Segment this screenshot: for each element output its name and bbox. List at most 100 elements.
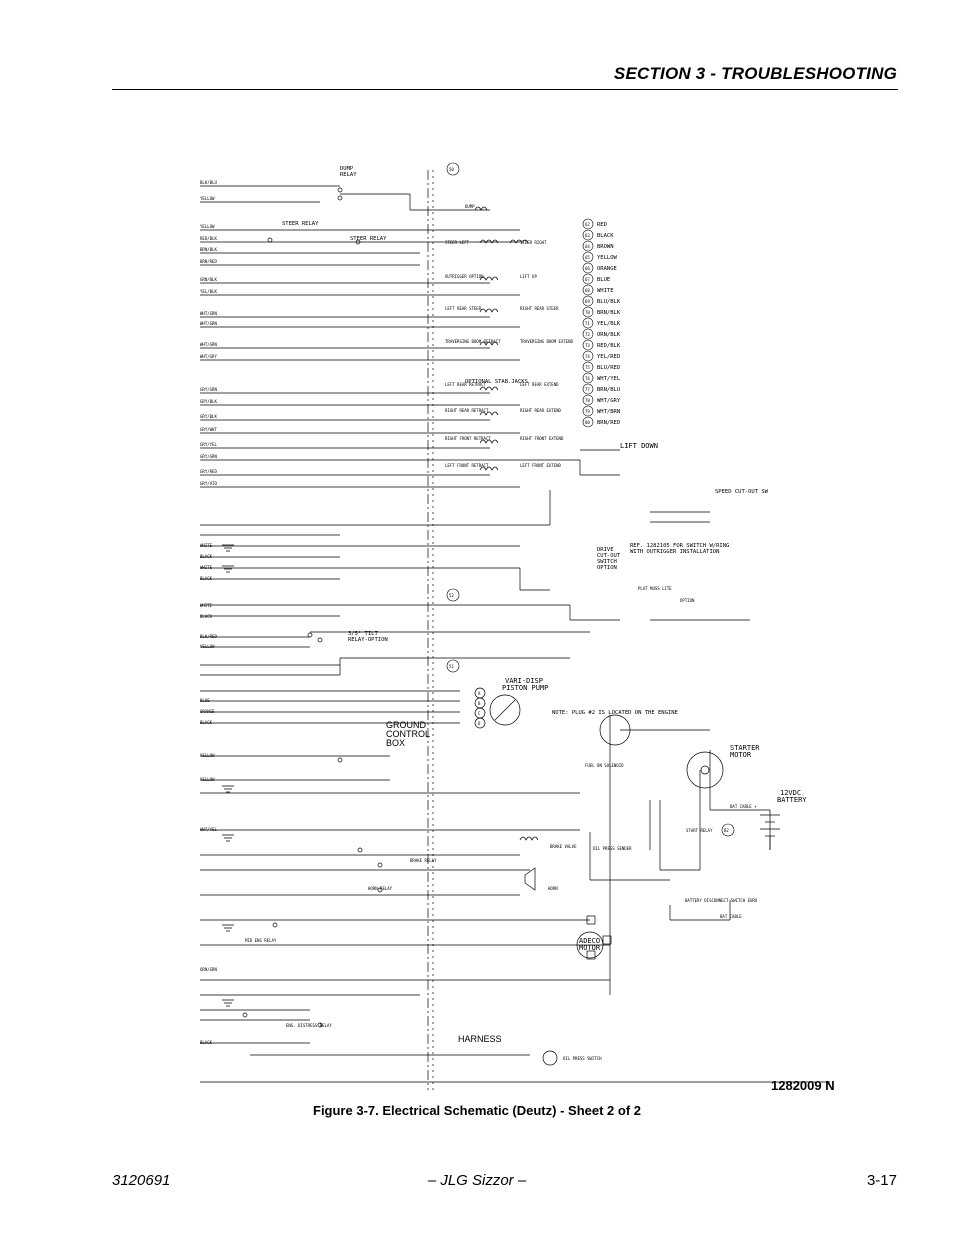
connector-51 bbox=[446, 659, 460, 673]
svg-text:BRN/BLK: BRN/BLK bbox=[200, 247, 217, 252]
svg-text:LIFT DOWN: LIFT DOWN bbox=[620, 442, 658, 450]
svg-text:MOTOR: MOTOR bbox=[579, 944, 601, 952]
svg-text:3/5° TILT: 3/5° TILT bbox=[348, 631, 378, 637]
svg-text:YEL/BLK: YEL/BLK bbox=[597, 321, 621, 327]
page-number: 3-17 bbox=[866, 1172, 897, 1189]
svg-text:WHT/GRN: WHT/GRN bbox=[200, 321, 217, 326]
svg-text:STARTER: STARTER bbox=[730, 744, 760, 752]
drawing-number: 1282009 N bbox=[771, 1078, 835, 1093]
svg-text:BRN/RED: BRN/RED bbox=[200, 259, 217, 264]
svg-text:WHT/GRN: WHT/GRN bbox=[200, 342, 217, 347]
svg-text:64: 64 bbox=[585, 244, 590, 249]
svg-text:71: 71 bbox=[585, 321, 590, 326]
svg-text:77: 77 bbox=[585, 387, 590, 392]
svg-text:72: 72 bbox=[585, 332, 590, 337]
svg-text:RED/BLK: RED/BLK bbox=[200, 236, 217, 241]
svg-text:STEER LEFT: STEER LEFT bbox=[445, 240, 470, 245]
svg-text:BATTERY: BATTERY bbox=[777, 796, 807, 804]
svg-text:OIL PRESS SENDER: OIL PRESS SENDER bbox=[593, 846, 632, 851]
svg-text:BRAKE VALVE: BRAKE VALVE bbox=[550, 844, 577, 849]
document-number: 3120691 bbox=[112, 1172, 171, 1189]
svg-text:WHT/YEL: WHT/YEL bbox=[597, 376, 621, 382]
svg-text:YELLOW: YELLOW bbox=[200, 753, 215, 758]
svg-text:BAT CABLE: BAT CABLE bbox=[720, 914, 742, 919]
svg-text:80: 80 bbox=[585, 420, 590, 425]
section-title: SECTION 3 - TROUBLESHOOTING bbox=[613, 64, 897, 83]
svg-text:WHITE: WHITE bbox=[597, 288, 614, 294]
svg-text:BLK/BLU: BLK/BLU bbox=[200, 180, 217, 185]
svg-text:65: 65 bbox=[585, 255, 590, 260]
valve-labels: STEER LEFT STEER RIGHT OUTRIGGER OPTION … bbox=[445, 240, 574, 468]
svg-text:BLUE: BLUE bbox=[597, 277, 610, 283]
svg-text:LEFT FRONT EXTEND: LEFT FRONT EXTEND bbox=[520, 463, 562, 468]
svg-text:RELAY-OPTION: RELAY-OPTION bbox=[348, 637, 388, 643]
svg-text:SWITCH: SWITCH bbox=[597, 559, 617, 565]
svg-text:VARI-DISP: VARI-DISP bbox=[505, 677, 543, 685]
svg-text:69: 69 bbox=[585, 299, 590, 304]
svg-text:WHT/GRY: WHT/GRY bbox=[597, 398, 621, 404]
svg-text:YELLOW: YELLOW bbox=[597, 255, 618, 261]
svg-text:BROWN: BROWN bbox=[597, 244, 614, 250]
svg-text:BLACK: BLACK bbox=[200, 576, 213, 581]
pump-terminal: B bbox=[478, 701, 481, 706]
svg-text:YELLOW: YELLOW bbox=[200, 644, 215, 649]
svg-text:FUEL ON SOLENOID: FUEL ON SOLENOID bbox=[585, 763, 624, 768]
svg-text:67: 67 bbox=[585, 277, 590, 282]
svg-text:66: 66 bbox=[585, 266, 590, 271]
svg-text:78: 78 bbox=[585, 398, 590, 403]
svg-text:BRN/RED: BRN/RED bbox=[597, 420, 620, 426]
svg-text:LEFT REAR EXTEND: LEFT REAR EXTEND bbox=[520, 382, 559, 387]
pump-terminal: A bbox=[478, 691, 481, 696]
legend-item: 65 YELLOW bbox=[582, 251, 618, 263]
svg-text:62: 62 bbox=[585, 222, 590, 227]
svg-text:ORANGE: ORANGE bbox=[597, 266, 617, 272]
svg-text:WHITE: WHITE bbox=[200, 543, 213, 548]
svg-text:BRAKE RELAY: BRAKE RELAY bbox=[410, 858, 437, 863]
svg-text:ORN/BLK: ORN/BLK bbox=[597, 332, 621, 338]
svg-text:BLU/BLK: BLU/BLK bbox=[597, 299, 621, 305]
schematic-labels: DUMP RELAY STEER RELAY STEER RELAY OPTIO… bbox=[282, 166, 807, 1044]
svg-text:TRAVERSING BOOM RETRACT: TRAVERSING BOOM RETRACT bbox=[445, 339, 501, 344]
svg-text:BRN/BLU: BRN/BLU bbox=[597, 387, 620, 393]
svg-text:12VDC: 12VDC bbox=[780, 789, 801, 797]
svg-text:STEER RELAY: STEER RELAY bbox=[282, 221, 319, 227]
svg-text:GRY/WHT: GRY/WHT bbox=[200, 427, 217, 432]
svg-text:WITH OUTRIGGER INSTALLATION: WITH OUTRIGGER INSTALLATION bbox=[630, 549, 719, 555]
svg-text:OPTIONAL STAB.JACKS: OPTIONAL STAB.JACKS bbox=[465, 379, 528, 385]
svg-text:MOTOR: MOTOR bbox=[730, 751, 752, 759]
svg-text:ENG. DISTRESS RELAY: ENG. DISTRESS RELAY bbox=[286, 1023, 332, 1028]
legend-item: 76 WHT/YEL bbox=[582, 372, 621, 384]
svg-text:ADECO: ADECO bbox=[579, 937, 600, 945]
legend-item: 67 BLUE bbox=[582, 273, 610, 285]
svg-text:75: 75 bbox=[585, 365, 590, 370]
svg-text:CONTROL: CONTROL bbox=[386, 729, 430, 739]
svg-text:GRY/RED: GRY/RED bbox=[200, 469, 217, 474]
svg-text:TRAVERSING BOOM EXTEND: TRAVERSING BOOM EXTEND bbox=[520, 339, 574, 344]
svg-text:76: 76 bbox=[585, 376, 590, 381]
svg-text:RED/BLK: RED/BLK bbox=[597, 343, 621, 349]
svg-text:MID ENG RELAY: MID ENG RELAY bbox=[245, 938, 277, 943]
pump-terminal: C bbox=[478, 711, 481, 716]
svg-text:70: 70 bbox=[585, 310, 590, 315]
svg-text:GRY/YEL: GRY/YEL bbox=[200, 442, 217, 447]
svg-text:BLU/RED: BLU/RED bbox=[597, 365, 620, 371]
connector-50 bbox=[446, 162, 460, 176]
svg-text:DRIVE: DRIVE bbox=[597, 547, 614, 553]
svg-text:BATTERY DISCONNECT SWITCH EURO: BATTERY DISCONNECT SWITCH EURO bbox=[685, 898, 758, 903]
svg-text:LEFT REAR RETRACT: LEFT REAR RETRACT bbox=[445, 382, 487, 387]
svg-text:BLK/RED: BLK/RED bbox=[200, 634, 217, 639]
svg-text:OUTRIGGER OPTION: OUTRIGGER OPTION bbox=[445, 274, 484, 279]
svg-text:BLACK: BLACK bbox=[200, 1040, 213, 1045]
svg-text:BRN/BLK: BRN/BLK bbox=[597, 310, 621, 316]
svg-text:RIGHT FRONT RETRACT: RIGHT FRONT RETRACT bbox=[445, 436, 491, 441]
connector-label: 51 bbox=[449, 664, 454, 669]
svg-text:LEFT FRONT RETRACT: LEFT FRONT RETRACT bbox=[445, 463, 489, 468]
svg-text:OIL PRESS SWITCH: OIL PRESS SWITCH bbox=[563, 1056, 602, 1061]
svg-text:DUMP: DUMP bbox=[340, 166, 354, 172]
